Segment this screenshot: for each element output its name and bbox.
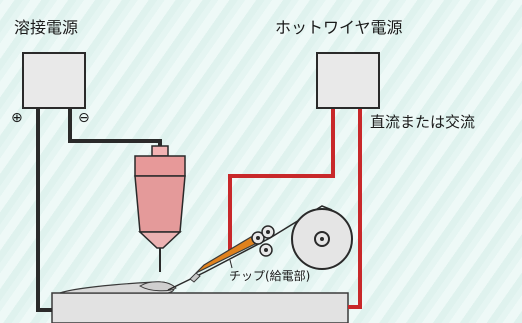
contact-tip: [189, 236, 256, 283]
dc-or-ac-label: 直流または交流: [370, 113, 476, 131]
hotwire-power-label: ホットワイヤ電源: [275, 18, 403, 37]
torch: [134, 145, 186, 272]
tip-leader-line: [229, 259, 233, 269]
welding-power-label: 溶接電源: [14, 18, 79, 37]
hotwire-cable-right: [348, 108, 362, 309]
tip-feed-label: チップ(給電部): [229, 269, 311, 283]
minus-terminal-icon: ⊖: [78, 110, 90, 126]
hotwire-power-box: [316, 52, 380, 109]
hotwire-cable-left: [228, 108, 335, 252]
wire-spool: [291, 208, 353, 270]
base-metal: [51, 292, 349, 323]
ground-wire: [36, 108, 52, 312]
plus-terminal-icon: ⊕: [11, 110, 23, 126]
molten-pool: [139, 281, 177, 292]
feed-rollers: [251, 225, 275, 257]
welding-power-box: [22, 52, 86, 109]
